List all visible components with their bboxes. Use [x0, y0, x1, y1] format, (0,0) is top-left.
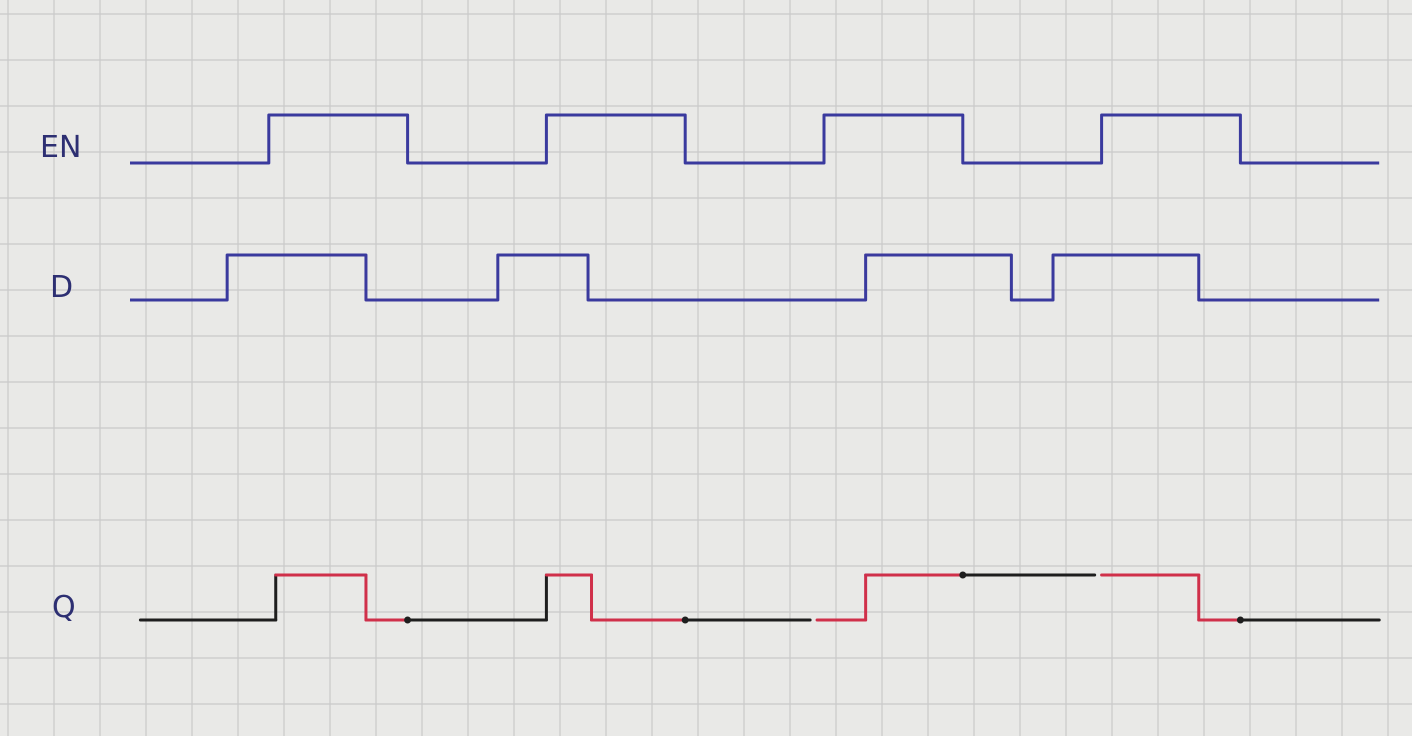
- waveform-q-marker: [1236, 616, 1244, 624]
- waveform-q-marker: [404, 616, 412, 624]
- waveform-q-marker: [681, 616, 689, 624]
- waveform-en-trace: [130, 113, 1380, 165]
- signal-label-q: Q: [52, 590, 76, 625]
- waveform-q: [138, 571, 1381, 624]
- waveform-d: [130, 253, 1380, 302]
- waveform-d-trace: [130, 253, 1380, 302]
- waveform-en: [130, 113, 1380, 165]
- signal-label-d: D: [50, 270, 73, 305]
- waveform-q-marker: [959, 571, 967, 579]
- signal-label-en: EN: [40, 130, 81, 165]
